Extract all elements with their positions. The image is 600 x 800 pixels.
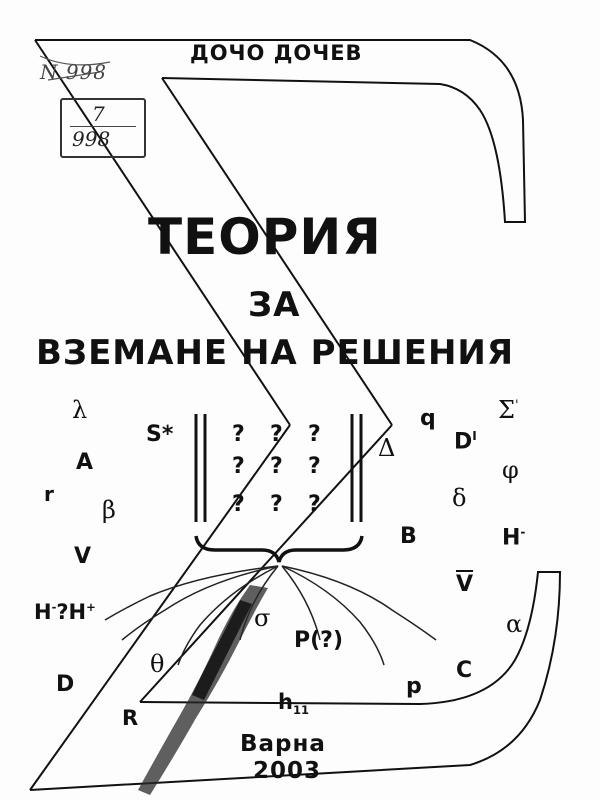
symbol-d: D xyxy=(56,672,75,697)
symbol-s-star: S* xyxy=(146,422,174,447)
curve-right-2 xyxy=(281,565,385,666)
question-6: ? xyxy=(308,454,321,479)
symbol-v: V xyxy=(74,544,92,569)
symbol-h-pair-sup-minus: - xyxy=(51,600,57,614)
symbol-h-minus-base: H xyxy=(502,525,521,551)
sigma-lower-diagonal-inner xyxy=(139,424,393,703)
symbol-p: p xyxy=(406,674,422,699)
symbol-h-pair-sup-plus: + xyxy=(86,600,96,614)
symbol-h-pair-mid: ?H xyxy=(56,600,87,624)
scribble-2 xyxy=(47,71,101,81)
symbol-r-capital: R xyxy=(122,706,139,730)
symbol-h-minus: H- xyxy=(502,526,525,549)
author-name: ДОЧО ДОЧЕВ xyxy=(190,41,363,65)
library-stamp xyxy=(60,98,146,158)
symbol-sigma-capital-base: Σ xyxy=(498,396,515,424)
symbol-h-minus-sup: - xyxy=(520,525,526,539)
scan-smudge xyxy=(138,585,268,795)
question-8: ? xyxy=(270,492,283,517)
symbol-delta: δ xyxy=(452,484,467,512)
curve-left-2 xyxy=(177,565,279,666)
symbol-sigma: σ xyxy=(254,604,271,632)
question-9: ? xyxy=(308,492,321,517)
curve-right-1 xyxy=(281,565,437,641)
symbol-h11: h11 xyxy=(278,692,309,717)
question-3: ? xyxy=(308,422,321,447)
matrix-brackets xyxy=(194,414,363,522)
sigma-top-bar xyxy=(35,39,527,223)
symbol-r: r xyxy=(44,482,54,506)
sigma-upper-diagonal-outer xyxy=(34,39,291,426)
book-title: ТЕОРИЯ xyxy=(148,208,382,266)
symbol-alpha: α xyxy=(506,610,523,638)
stamp-line-1: 7 xyxy=(92,102,105,126)
publication-year: 2003 xyxy=(253,758,322,784)
curly-brace xyxy=(194,535,364,563)
stamp-top-mark: N 998 xyxy=(40,60,108,84)
smudge-core xyxy=(192,600,252,700)
sigma-lower-diagonal-outer xyxy=(29,424,291,791)
sigma-bottom-bar xyxy=(29,571,562,791)
subtitle-line-2: ВЗЕМАНЕ НА РЕШЕНИЯ xyxy=(36,333,515,373)
question-5: ? xyxy=(270,454,283,479)
question-1: ? xyxy=(232,422,245,447)
symbol-h-pair: H-?H+ xyxy=(34,600,96,624)
symbol-b: B xyxy=(400,524,417,549)
symbol-h-pair-base: H xyxy=(34,600,52,624)
symbol-d-prime-sup: I xyxy=(472,429,477,443)
symbol-h-sub: 11 xyxy=(292,703,310,718)
curve-right-3 xyxy=(281,565,321,641)
symbol-delta-capital: Δ xyxy=(378,434,396,462)
symbol-d-prime: DI xyxy=(454,430,477,453)
symbol-d-prime-base: D xyxy=(454,429,473,455)
question-4: ? xyxy=(232,454,245,479)
symbol-phi: φ xyxy=(502,456,519,484)
symbol-q: q xyxy=(420,406,436,431)
symbol-theta: θ xyxy=(150,650,165,678)
symbol-sigma-capital: Σ' xyxy=(498,398,519,422)
curve-left-4 xyxy=(104,565,279,621)
stamp-scribbles xyxy=(39,55,111,81)
sigma-upper-diagonal-inner xyxy=(161,77,393,426)
stamp-line-2: 998 xyxy=(72,127,111,151)
sigma-outline xyxy=(29,39,562,791)
question-2: ? xyxy=(270,422,283,447)
symbol-c: C xyxy=(456,658,473,683)
symbol-lambda: λ xyxy=(72,396,88,424)
symbol-p-question: P(?) xyxy=(294,628,343,653)
subtitle-line-1: ЗА xyxy=(248,285,301,325)
question-7: ? xyxy=(232,492,245,517)
symbol-h: h xyxy=(278,690,293,714)
curve-left-1 xyxy=(121,565,279,641)
symbol-beta: β xyxy=(102,496,116,524)
scribble-1 xyxy=(39,55,111,66)
stamp-divider xyxy=(70,126,136,127)
symbol-sigma-capital-sup: ' xyxy=(514,398,519,413)
symbol-a: A xyxy=(76,450,94,475)
symbol-v-bar: V xyxy=(456,572,474,597)
decision-tree-curves xyxy=(104,565,437,666)
publication-city: Варна xyxy=(240,731,326,757)
